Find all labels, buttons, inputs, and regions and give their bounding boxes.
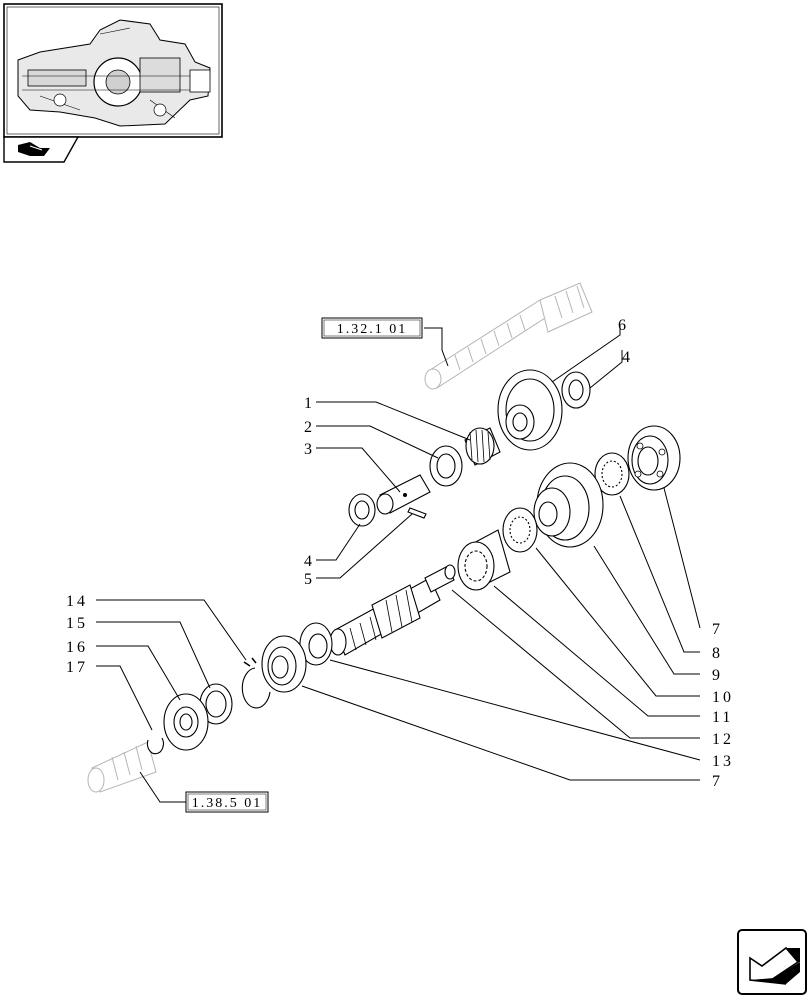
part-11-splined-sleeve <box>457 529 511 591</box>
part-6-gear-hub <box>497 369 563 451</box>
callout-6: 6 <box>618 317 629 334</box>
assembly-thumbnail[interactable] <box>3 3 223 138</box>
callout-1: 1 <box>304 395 315 412</box>
next-page-button[interactable] <box>737 929 807 995</box>
transmission-assembly-thumbnail-icon <box>17 19 211 127</box>
part-13-bearing-ring <box>299 622 333 666</box>
callout-13: 13 <box>712 753 734 770</box>
part-8-splined-ring <box>594 452 630 496</box>
part-10-splined-washer <box>502 507 538 553</box>
leader-lines <box>96 325 701 803</box>
part-14-circlip <box>241 657 271 709</box>
callout-8: 8 <box>712 645 723 662</box>
part-12-splined-shaft <box>329 564 456 656</box>
reference-box-top[interactable]: 1.32.1 01 <box>321 317 423 339</box>
part-9-double-gear <box>533 462 604 548</box>
part-7-bearing-upper <box>627 425 681 491</box>
reference-box-bottom[interactable]: 1.38.5 01 <box>185 791 269 813</box>
callout-5: 5 <box>304 571 315 588</box>
part-7-bearing-lower <box>261 635 307 693</box>
callout-16: 16 <box>66 639 88 656</box>
output-shaft-ghost <box>87 741 157 793</box>
part-4-washer-bottom <box>348 493 376 527</box>
callout-10: 10 <box>712 689 734 706</box>
callout-2: 2 <box>304 419 315 436</box>
part-17-snap-ring <box>146 737 164 755</box>
input-shaft-ghost <box>424 282 593 390</box>
callout-9: 9 <box>712 667 723 684</box>
callout-11: 11 <box>712 709 733 726</box>
callout-17: 17 <box>66 659 88 676</box>
part-16-flange <box>163 693 209 751</box>
callout-4-upper: 4 <box>622 349 633 366</box>
part-2-washer <box>429 445 463 487</box>
callout-labels: 1 2 3 4 4 5 6 7 7 8 9 10 11 12 13 14 15 … <box>66 317 734 790</box>
part-3-pin <box>376 474 431 515</box>
book-icon <box>18 142 50 156</box>
callout-12: 12 <box>712 731 734 748</box>
next-page-arrow-icon <box>749 946 800 985</box>
callout-7-lower: 7 <box>712 773 723 790</box>
callout-7-upper: 7 <box>712 621 723 638</box>
callout-15: 15 <box>66 615 88 632</box>
reference-top-label: 1.32.1 01 <box>337 322 408 337</box>
part-4-washer-top <box>561 371 591 409</box>
section-tab[interactable] <box>3 136 80 163</box>
reference-bottom-label: 1.38.5 01 <box>192 796 263 811</box>
callout-4-lower: 4 <box>304 553 315 570</box>
part-1-needle-bearing <box>464 427 501 466</box>
callout-3: 3 <box>304 441 315 458</box>
part-15-washer <box>199 683 233 725</box>
part-5-key <box>407 507 427 519</box>
callout-14: 14 <box>66 593 88 610</box>
